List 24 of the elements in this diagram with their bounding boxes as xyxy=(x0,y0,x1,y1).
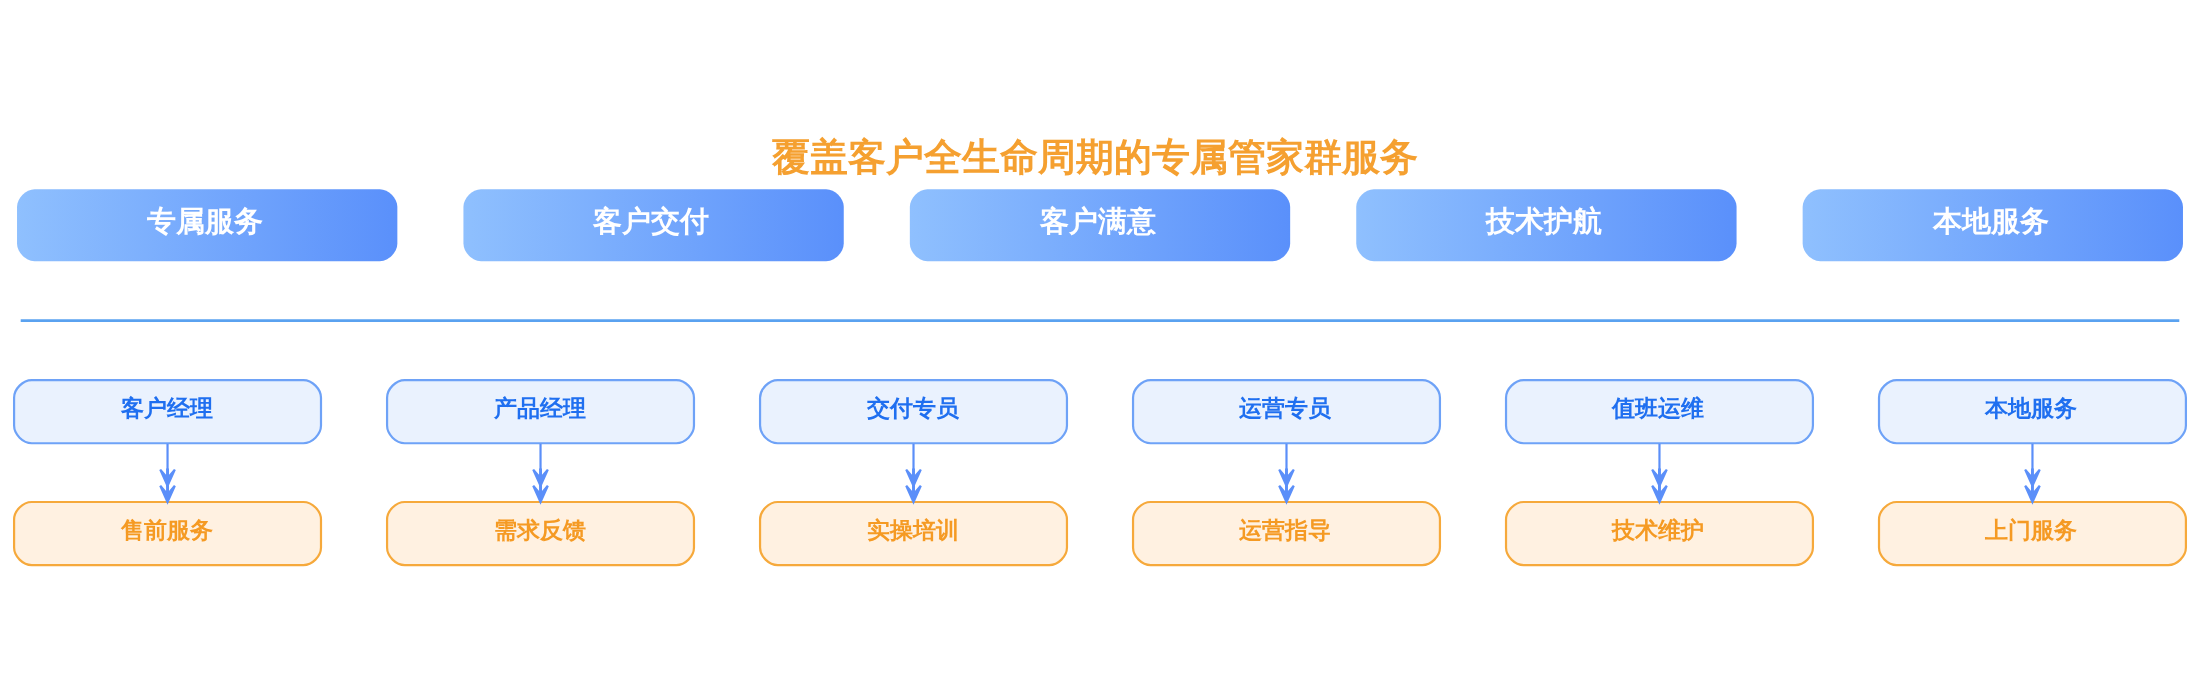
node-box: 售前服务 xyxy=(13,500,323,567)
node-box: 实操培训 xyxy=(758,500,1069,567)
node-box: 运营指导 xyxy=(1131,500,1442,567)
arrow xyxy=(2024,443,2041,504)
node-box: 技术维护 xyxy=(1504,500,1815,567)
node-box: 专属服务 xyxy=(17,189,398,262)
arrow xyxy=(159,443,176,504)
node-box: 运营专员 xyxy=(1131,379,1442,445)
node-box: 技术护航 xyxy=(1356,189,1737,262)
node-box: 本地服务 xyxy=(1877,379,2187,445)
node-box: 客户满意 xyxy=(909,189,1291,262)
arrow xyxy=(1651,443,1668,504)
arrow xyxy=(905,443,922,504)
node-box: 客户交付 xyxy=(463,189,844,262)
node-box: 需求反馈 xyxy=(385,500,696,567)
node-box: 产品经理 xyxy=(385,379,696,445)
node-box: 值班运维 xyxy=(1504,379,1815,445)
node-box: 本地服务 xyxy=(1802,189,2183,262)
arrow xyxy=(532,443,549,504)
diagram-title: 覆盖客户全生命周期的专属管家群服务 xyxy=(771,134,1418,179)
node-box: 上门服务 xyxy=(1877,500,2187,567)
node-box: 客户经理 xyxy=(13,379,323,445)
node-box: 交付专员 xyxy=(758,379,1069,445)
arrow xyxy=(1278,443,1295,504)
